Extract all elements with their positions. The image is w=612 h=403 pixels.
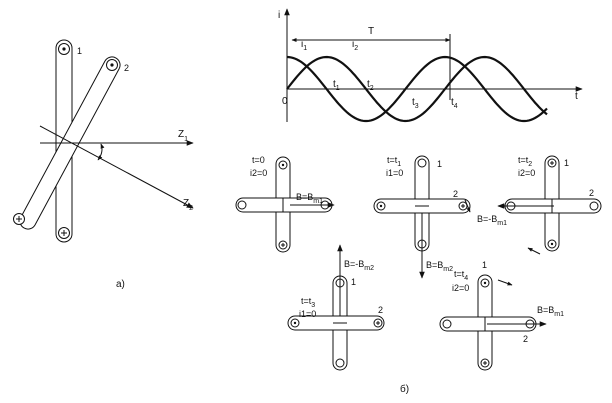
state-t4: t=t4 i2=0 1 2 B=Bm1 bbox=[439, 260, 564, 371]
t2-label: t2 bbox=[367, 79, 374, 92]
state-t4-coil1: 1 bbox=[482, 260, 487, 270]
panel-a-label: а) bbox=[116, 279, 125, 290]
panel-b-label: б) bbox=[400, 383, 409, 395]
state-t2-time: t=t2 bbox=[518, 155, 532, 168]
state-t2-coil1: 1 bbox=[564, 158, 569, 168]
period-label: T bbox=[368, 26, 374, 37]
i1-label: i1 bbox=[301, 39, 307, 52]
state-t3-current: i1=0 bbox=[299, 309, 316, 319]
state-t3-coil1: 1 bbox=[351, 277, 356, 287]
state-t1-coil2: 2 bbox=[453, 189, 458, 199]
z2-label: Z2 bbox=[183, 198, 193, 212]
state-t0-time: t=0 bbox=[252, 155, 265, 165]
angle-arc bbox=[97, 143, 105, 161]
state-t3: t=t3 i1=0 1 2 B=-Bm2 bbox=[287, 244, 385, 371]
z2-axis bbox=[39, 125, 194, 209]
coil-2-label: 2 bbox=[124, 63, 129, 73]
curve-i2 bbox=[286, 55, 548, 123]
z1-label: Z1 bbox=[178, 129, 188, 143]
state-t2-coil2: 2 bbox=[589, 188, 594, 198]
t4-label: t4 bbox=[451, 97, 458, 110]
i-axis-label: i bbox=[278, 10, 280, 21]
state-t4-field: B=Bm1 bbox=[537, 305, 564, 318]
t3-label: t3 bbox=[412, 97, 419, 110]
state-t4-time: t=t4 bbox=[454, 269, 468, 282]
state-t4-coil2: 2 bbox=[523, 334, 528, 344]
state-t3-field: B=-Bm2 bbox=[344, 259, 374, 272]
state-t2: t=t2 i2=0 1 2 B=-Bm1 bbox=[477, 155, 602, 255]
state-t1: t=t1 i1=0 1 2 B=Bm2 bbox=[373, 155, 471, 279]
state-t1-current: i1=0 bbox=[386, 168, 403, 178]
t1-label: t1 bbox=[333, 79, 340, 92]
state-t2-field: B=-Bm1 bbox=[477, 214, 507, 227]
state-t0-field: B=Bm1 bbox=[296, 192, 323, 205]
panel-a: 1 2 Z1 Z2 а) bbox=[13, 39, 194, 290]
coil-1-label: 1 bbox=[77, 46, 82, 56]
curve-i1 bbox=[286, 55, 548, 123]
state-t3-time: t=t3 bbox=[301, 296, 315, 309]
state-t2-current: i2=0 bbox=[518, 168, 535, 178]
state-t0-current: i2=0 bbox=[250, 168, 267, 178]
current-graph: i t 0 T i1 i2 t1 t2 t3 t4 bbox=[278, 8, 583, 123]
state-t1-field: B=Bm2 bbox=[426, 260, 453, 273]
state-t3-coil2: 2 bbox=[378, 305, 383, 315]
state-t0: t=0 i2=0 B=Bm1 bbox=[235, 155, 335, 253]
i2-label: i2 bbox=[352, 39, 358, 52]
state-t1-coil1: 1 bbox=[437, 159, 442, 169]
state-t4-current: i2=0 bbox=[452, 283, 469, 293]
t-axis-label: t bbox=[575, 91, 578, 102]
state-t1-time: t=t1 bbox=[387, 155, 401, 168]
origin-label: 0 bbox=[282, 96, 288, 107]
